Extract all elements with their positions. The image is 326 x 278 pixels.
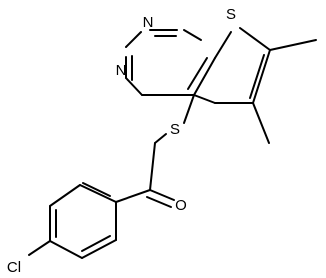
bond-c7a-s <box>214 31 232 59</box>
pyrimidine-ring <box>125 29 216 96</box>
thiophene-ring <box>193 27 271 104</box>
bond-c4a-c7a <box>193 57 216 96</box>
atom-label-s-link: S <box>170 121 180 138</box>
bond-c6-c5 <box>252 49 271 104</box>
bond-c-o <box>149 189 175 201</box>
bond-c4a-c4b <box>193 94 216 104</box>
atom-label-n-left: N <box>116 62 127 79</box>
methyl-bond-c5 <box>252 102 270 144</box>
atom-label-o: O <box>175 197 187 214</box>
bond-ph5-ph6-inner <box>81 235 111 252</box>
bond-s-c6 <box>239 27 271 51</box>
chlorophenyl-ring <box>49 182 151 259</box>
bond-co-ph1 <box>115 189 151 203</box>
bond-s-ch2 <box>154 133 167 144</box>
bond-ph4-ph5 <box>49 240 83 259</box>
bond-ph4-cl <box>28 240 51 256</box>
bond-n3-c4b <box>125 77 143 96</box>
bond-ph5-ph6 <box>81 239 117 259</box>
bond-c7a-c7a-inner <box>187 57 208 90</box>
bond-c6-c5-inner <box>249 54 265 99</box>
atom-label-s-ring: S <box>226 6 236 23</box>
bond-ch2-co <box>149 142 156 191</box>
bond-n3-c2 <box>125 31 142 48</box>
bond-c4-s-link <box>183 94 195 124</box>
bond-ph2-ph3 <box>49 184 81 207</box>
methyl-bond-c6 <box>269 39 317 51</box>
atom-label-cl: Cl <box>7 259 21 276</box>
bond-c-o-double <box>146 196 172 208</box>
bond-ph1-ph2-inner <box>82 182 111 197</box>
bond-n1-c7a <box>183 29 202 41</box>
atom-label-n-top: N <box>143 14 154 31</box>
bond-ph1-ph2 <box>79 184 117 203</box>
